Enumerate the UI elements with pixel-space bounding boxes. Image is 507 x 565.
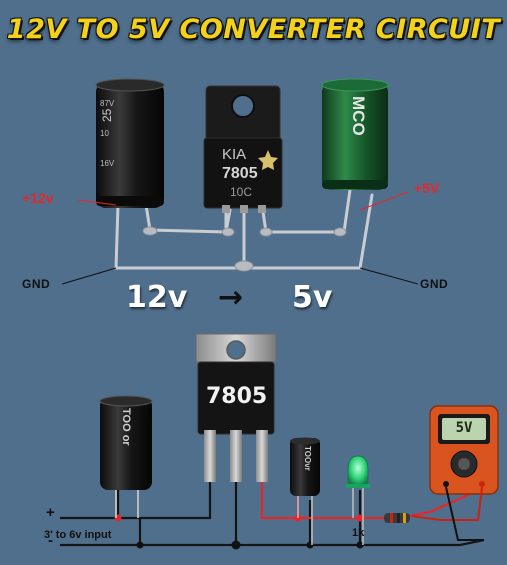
- meter-display: 5V: [455, 420, 473, 436]
- input-capacitor-top: 87V 10 16V: [95, 78, 165, 208]
- resistor: [384, 513, 410, 523]
- junction-dots: [114, 514, 364, 550]
- conversion-arrow: →: [218, 280, 244, 315]
- svg-text:16V: 16V: [100, 159, 115, 168]
- label-pointers: [61, 191, 419, 285]
- positive-terminal-sign: +: [46, 504, 55, 521]
- svg-text:87V: 87V: [100, 99, 115, 108]
- multimeter: [411, 405, 499, 541]
- output-capacitor-bottom: [290, 437, 320, 545]
- output-voltage-label: +5V: [414, 180, 440, 196]
- regulator-bottom: [195, 333, 277, 482]
- gnd-label-right: GND: [420, 277, 449, 291]
- input-voltage-label: +12v: [22, 190, 54, 206]
- output-cap-bottom-marking: TOOvr: [303, 446, 312, 471]
- input-range-label: 3' to 6v input: [44, 529, 112, 541]
- regulator-top-code: 10C: [230, 185, 253, 199]
- led: [346, 455, 370, 545]
- input-cap-bottom-marking: TOO or: [120, 408, 132, 446]
- svg-text:10: 10: [100, 129, 109, 138]
- gnd-label-left: GND: [22, 277, 51, 291]
- negative-terminal-sign: -: [48, 532, 53, 549]
- input-capacitor-bottom: [99, 395, 153, 518]
- page-title: 12V TO 5V CONVERTER CIRCUIT: [6, 14, 501, 45]
- output-capacitor-top: [321, 78, 389, 190]
- right-cap-marking: MCO: [349, 96, 368, 136]
- left-cap-marking: 25: [100, 108, 114, 122]
- ground-rail: [60, 480, 485, 547]
- regulator-bottom-part: 7805: [206, 384, 268, 409]
- regulator-top-brand: KIA: [222, 146, 247, 163]
- solder-joints: [142, 226, 347, 272]
- conversion-to: 5v: [292, 280, 333, 315]
- resistor-label: 1k: [352, 527, 365, 539]
- regulator-top-part: 7805: [222, 165, 258, 182]
- regulator-top: [203, 85, 283, 213]
- conversion-from: 12v: [126, 280, 188, 315]
